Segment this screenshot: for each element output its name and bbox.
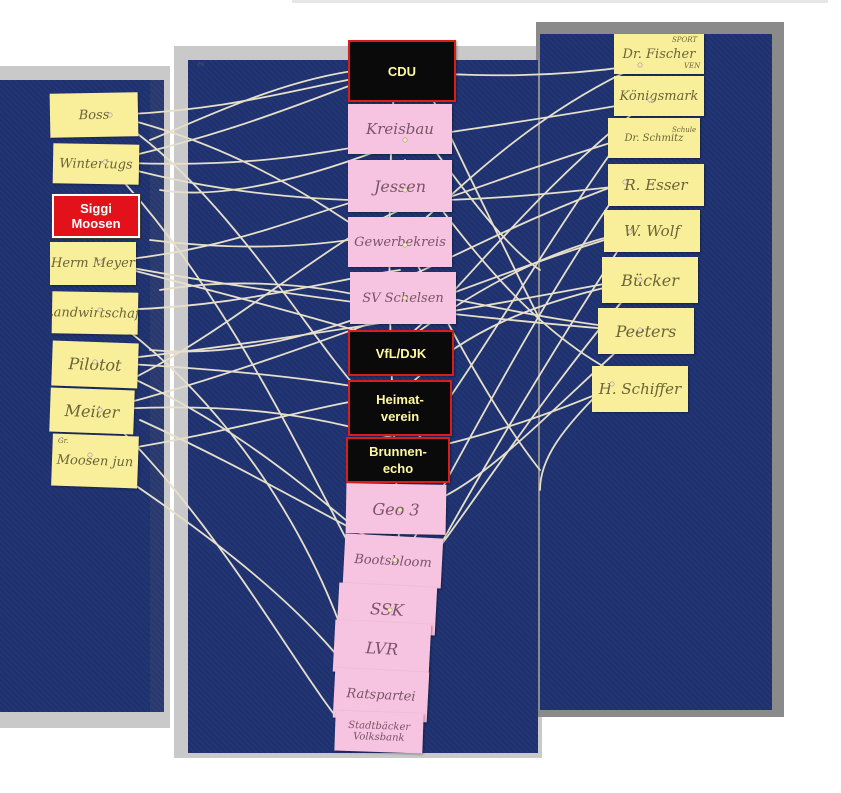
org-card-heimatverein: Heimat- verein	[348, 380, 452, 436]
pin	[609, 381, 615, 387]
card-label: R. Esser	[624, 176, 688, 194]
card-label: VfL/DJK	[375, 345, 427, 361]
card-label: Königsmark	[619, 88, 699, 104]
card-label: Dr. Fischer	[622, 46, 696, 62]
pin	[392, 557, 398, 563]
string	[99, 409, 356, 741]
pin	[402, 137, 408, 143]
pin	[92, 359, 98, 365]
pin	[637, 62, 643, 68]
pin	[637, 327, 643, 333]
pin	[647, 97, 653, 103]
pin	[97, 259, 103, 265]
card-note-schule: Schule	[672, 126, 697, 134]
card-label: Brunnen- echo	[369, 444, 427, 476]
org-card-jessen: Jessen	[348, 160, 452, 212]
card-label: H. Schiffer	[598, 380, 682, 398]
person-card-dr-fischer: Dr. Fischer	[614, 34, 704, 74]
card-label: Herm Meyer	[51, 256, 135, 271]
pin	[87, 452, 93, 458]
pin	[387, 607, 393, 613]
org-card-vfl-djk: VfL/DJK	[348, 330, 454, 376]
board-maker-label: FR	[198, 62, 205, 68]
pin	[107, 112, 113, 118]
card-label: W. Wolf	[623, 222, 681, 240]
highlight-card-siggi-moosen: Siggi Moosen	[51, 193, 141, 239]
string	[419, 129, 541, 271]
pin	[637, 277, 643, 283]
person-card-koenigsmark: Königsmark	[614, 76, 704, 116]
card-label: Heimat- verein	[376, 392, 424, 424]
org-card-gewerbekreis: Gewerbekreis	[348, 217, 452, 267]
card-label: Siggi Moosen	[71, 201, 121, 231]
person-card-h-schiffer: H. Schiffer	[592, 366, 688, 412]
top-edge-strip	[292, 0, 828, 3]
string	[399, 181, 626, 281]
card-label: Kreisbau	[366, 120, 434, 138]
string	[399, 231, 631, 346]
card-label: Peeters	[615, 321, 677, 341]
person-card-w-wolf: W. Wolf	[604, 210, 700, 252]
person-card-dr-schmitz: Dr. Schmitz	[608, 118, 700, 158]
string	[149, 69, 361, 141]
pin	[102, 159, 108, 165]
card-label: Dr. Schmitz	[624, 132, 684, 144]
pin	[97, 407, 103, 413]
org-card-kreisbau: Kreisbau	[348, 104, 452, 154]
pin	[622, 179, 628, 185]
card-label: Gewerbekreis	[354, 234, 446, 250]
org-card-cdu: CDU	[348, 40, 456, 102]
pin	[97, 307, 103, 313]
person-card-herm-meyer: Herm Meyer	[50, 242, 136, 285]
left-pinboard-edge	[150, 80, 164, 712]
card-label: Bücker	[621, 270, 679, 290]
card-note-ven: VEN	[684, 62, 701, 70]
person-card-buecker: Bücker	[602, 257, 698, 303]
pin	[402, 242, 408, 248]
org-card-brunnenecho: Brunnen- echo	[346, 437, 450, 483]
card-note-gr: Gr.	[58, 437, 69, 445]
person-card-peeters: Peeters	[598, 308, 694, 354]
pin	[402, 295, 408, 301]
pin	[627, 229, 633, 235]
card-label: CDU	[387, 63, 417, 79]
card-note-sport: SPORT	[672, 36, 698, 44]
person-card-r-esser: R. Esser	[608, 164, 704, 206]
pin	[402, 187, 408, 193]
pin	[397, 507, 403, 513]
card-label: Jessen	[373, 176, 427, 196]
